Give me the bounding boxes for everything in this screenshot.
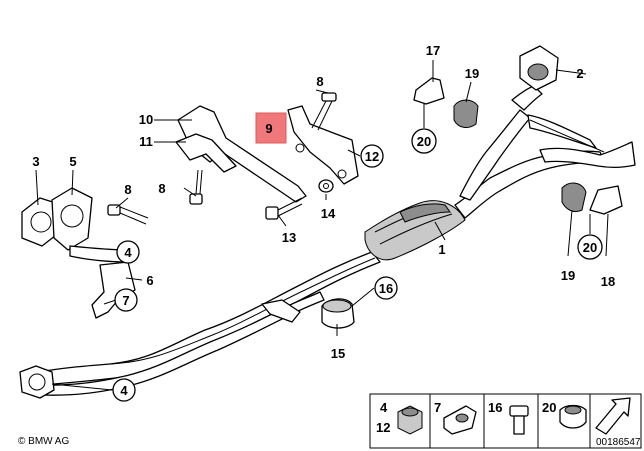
legend-7: 7 <box>434 400 441 415</box>
legend-16: 16 <box>488 400 502 415</box>
callout-16: 16 <box>379 281 393 296</box>
callout-8-middle: 8 <box>158 181 165 196</box>
callout-4-upper: 4 <box>124 245 132 260</box>
mounting-brackets <box>107 92 359 225</box>
callout-19-upper: 19 <box>465 66 479 81</box>
parts-legend: 4 12 7 16 20 00186547 <box>369 393 642 449</box>
callout-19-lower: 19 <box>561 268 575 283</box>
rear-hangers <box>261 45 623 329</box>
callout-20-upper: 20 <box>417 134 431 149</box>
legend-20: 20 <box>542 400 556 415</box>
callout-8-left: 8 <box>124 182 131 197</box>
callout-11: 11 <box>139 134 153 149</box>
legend-4: 4 <box>380 400 388 415</box>
callout-6: 6 <box>146 273 153 288</box>
callout-13: 13 <box>282 230 296 245</box>
callout-20-lower: 20 <box>583 240 597 255</box>
callout-labels: 1 2 3 4 4 5 6 7 8 8 8 9 10 11 12 13 14 1… <box>32 43 615 398</box>
exhaust-pipe-assembly <box>39 85 636 396</box>
callout-7: 7 <box>122 293 129 308</box>
diagram-id: 00186547 <box>596 437 641 448</box>
circled-callouts <box>112 128 603 402</box>
callout-17: 17 <box>426 43 440 58</box>
callout-15: 15 <box>331 346 345 361</box>
direction-arrow-icon <box>595 397 631 435</box>
callout-8-top: 8 <box>316 74 323 89</box>
callout-1: 1 <box>438 242 445 257</box>
legend-12: 12 <box>376 420 390 435</box>
brand-copyright: © BMW AG <box>18 436 69 447</box>
callout-3: 3 <box>32 154 39 169</box>
callout-14: 14 <box>321 206 336 221</box>
callout-5: 5 <box>69 154 76 169</box>
callout-18: 18 <box>601 274 615 289</box>
callout-4-lower: 4 <box>120 383 128 398</box>
leader-lines <box>35 60 609 391</box>
front-flange-gaskets <box>19 187 136 399</box>
callout-12: 12 <box>365 149 379 164</box>
callout-2: 2 <box>576 66 583 81</box>
callout-9-highlight <box>255 112 287 144</box>
callout-10: 10 <box>139 112 153 127</box>
callout-9: 9 <box>265 121 272 136</box>
